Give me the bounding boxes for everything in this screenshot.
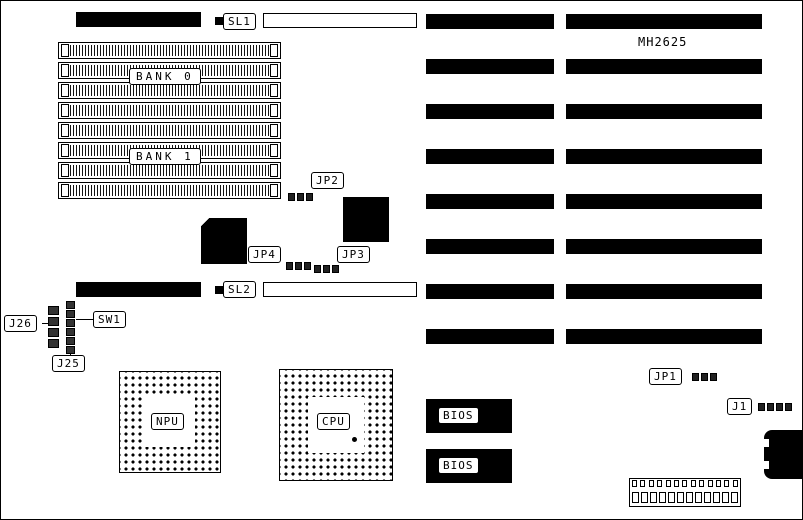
simm-clip	[61, 64, 69, 77]
simm-clip	[270, 64, 278, 77]
simm-clip	[270, 44, 278, 57]
slot-key	[215, 17, 223, 25]
pin-header-row-top	[632, 480, 738, 488]
simm-pins	[70, 185, 269, 196]
logic-chip	[201, 218, 247, 264]
sw1-dip-switch	[66, 301, 75, 354]
simm-pins	[70, 105, 269, 116]
simm-socket	[58, 182, 281, 199]
jp3-pins	[314, 265, 339, 273]
simm-clip	[270, 144, 278, 157]
slot-outline	[263, 282, 417, 297]
callout-line	[42, 323, 48, 324]
simm-clip	[61, 184, 69, 197]
bank1-label: BANK 1	[129, 148, 201, 165]
simm-pins	[70, 85, 269, 96]
expansion-slot	[566, 149, 762, 164]
expansion-slot	[566, 14, 762, 29]
simm-clip	[270, 164, 278, 177]
j26-connector	[48, 306, 59, 348]
jp1-label: JP1	[649, 368, 682, 385]
slot-bar	[76, 12, 201, 27]
expansion-slot	[426, 239, 554, 254]
simm-pins	[70, 45, 269, 56]
expansion-slot	[566, 284, 762, 299]
slot-bar	[76, 282, 201, 297]
simm-socket	[58, 42, 281, 59]
jp2-pins	[288, 193, 313, 201]
pin-header-row-bottom	[632, 492, 738, 504]
simm-clip	[61, 104, 69, 117]
sl1-label: SL1	[223, 13, 256, 30]
simm-clip	[61, 44, 69, 57]
keyboard-connector	[764, 430, 802, 479]
slot-outline	[263, 13, 417, 28]
expansion-slot	[426, 104, 554, 119]
bios1-label: BIOS	[438, 407, 479, 424]
cpu-label: CPU	[317, 413, 350, 430]
jp4-pins	[286, 262, 311, 270]
simm-clip	[61, 84, 69, 97]
simm-clip	[270, 84, 278, 97]
simm-clip	[270, 124, 278, 137]
simm-clip	[270, 104, 278, 117]
simm-socket	[58, 102, 281, 119]
sl2-label: SL2	[223, 281, 256, 298]
j25-label: J25	[52, 355, 85, 372]
pin1-dot	[352, 437, 357, 442]
logic-chip	[343, 197, 389, 242]
jp2-label: JP2	[311, 172, 344, 189]
simm-clip	[61, 144, 69, 157]
simm-clip	[61, 164, 69, 177]
simm-clip	[61, 124, 69, 137]
npu-label: NPU	[151, 413, 184, 430]
expansion-slot	[566, 104, 762, 119]
slot-key	[215, 286, 223, 294]
expansion-slot	[566, 194, 762, 209]
simm-pins	[70, 165, 269, 176]
jp3-label: JP3	[337, 246, 370, 263]
callout-line	[76, 319, 93, 320]
sw1-label: SW1	[93, 311, 126, 328]
connector-notch	[764, 439, 769, 447]
expansion-slot	[426, 14, 554, 29]
expansion-slot	[566, 329, 762, 344]
expansion-slot	[426, 284, 554, 299]
bank0-label: BANK 0	[129, 68, 201, 85]
simm-socket	[58, 122, 281, 139]
expansion-slot	[426, 59, 554, 74]
j26-label: J26	[4, 315, 37, 332]
bios2-label: BIOS	[438, 457, 479, 474]
expansion-slot	[426, 194, 554, 209]
jp4-label: JP4	[248, 246, 281, 263]
j1-pins	[758, 403, 792, 411]
pin-header-connector	[629, 478, 741, 507]
expansion-slot	[566, 239, 762, 254]
expansion-slot	[566, 59, 762, 74]
part-number: MH2625	[638, 35, 688, 49]
simm-clip	[270, 184, 278, 197]
expansion-slot	[426, 149, 554, 164]
j1-label: J1	[727, 398, 753, 415]
jp1-pins	[692, 373, 717, 381]
expansion-slot	[426, 329, 554, 344]
connector-notch	[764, 461, 769, 469]
simm-pins	[70, 125, 269, 136]
